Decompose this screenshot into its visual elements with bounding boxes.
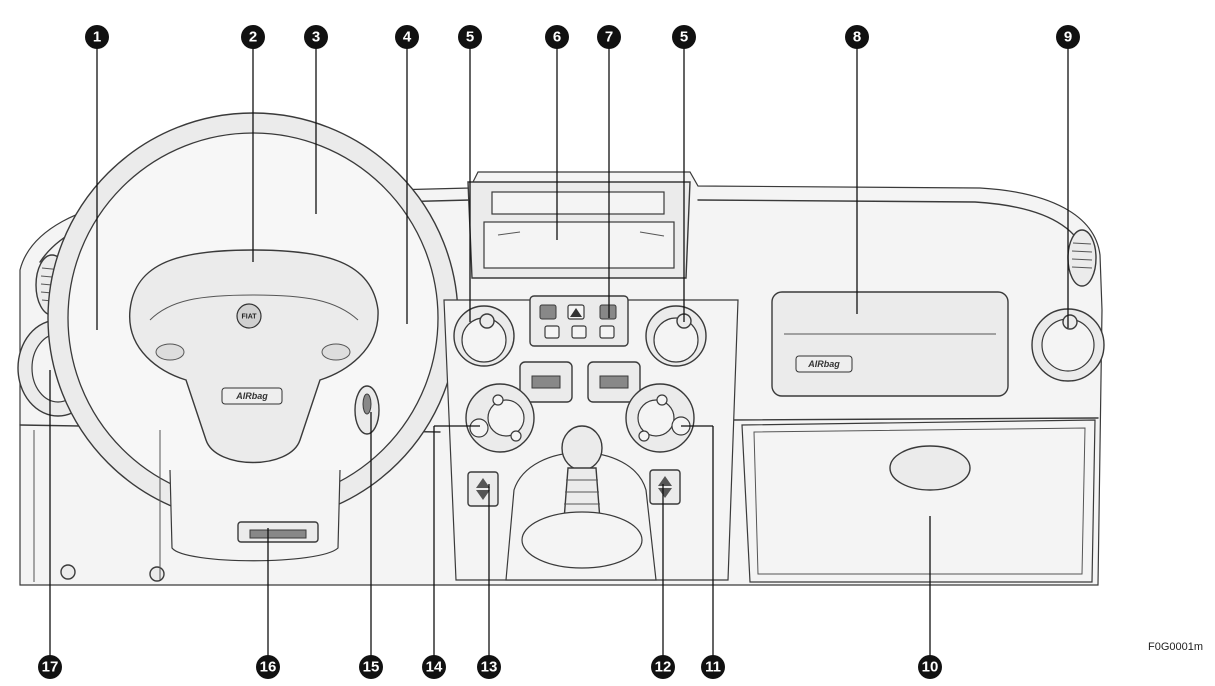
callout-5-left: 5 [458,25,482,49]
center-left-vent [454,306,514,366]
svg-text:16: 16 [260,659,277,676]
left-climate-knob [466,384,534,452]
svg-text:13: 13 [481,659,498,676]
figure-code: F0G0001m [1148,641,1203,653]
bonnet-release-lever [238,522,318,542]
callout-4: 4 [395,25,419,49]
callout-8: 8 [845,25,869,49]
callout-3: 3 [304,25,328,49]
svg-text:1: 1 [93,29,101,46]
svg-text:15: 15 [363,659,380,676]
callout-15: 15 [359,655,383,679]
callout-6: 6 [545,25,569,49]
svg-text:7: 7 [605,29,613,46]
right-climate-knob [626,384,694,452]
steering-airbag-label: AIRbag [235,391,268,401]
svg-text:4: 4 [403,29,412,46]
svg-text:12: 12 [655,659,672,676]
callout-1: 1 [85,25,109,49]
glove-compartment [742,420,1095,582]
center-right-vent [646,306,706,366]
callout-14: 14 [422,655,446,679]
passenger-airbag-label: AIRbag [807,359,840,369]
left-fixing-2 [150,567,164,581]
right-side-vent [1068,230,1096,286]
svg-text:11: 11 [705,659,721,676]
left-fixing-1 [61,565,75,579]
callout-11: 11 [701,655,725,679]
callout-2: 2 [241,25,265,49]
svg-text:8: 8 [853,29,861,46]
steering-column [170,470,340,561]
ignition-switch [355,386,379,434]
svg-text:14: 14 [426,659,443,676]
callout-12: 12 [651,655,675,679]
callout-16: 16 [256,655,280,679]
callout-7: 7 [597,25,621,49]
svg-text:5: 5 [466,29,474,46]
passenger-airbag-module: AIRbag [772,292,1008,396]
svg-text:2: 2 [249,29,257,46]
right-window-switch [650,470,680,504]
callout-13: 13 [477,655,501,679]
callout-9: 9 [1056,25,1080,49]
svg-text:3: 3 [312,29,320,46]
callout-10: 10 [918,655,942,679]
left-window-switch [468,472,498,506]
svg-text:10: 10 [922,659,939,676]
steering-logo: FIAT [241,314,257,321]
svg-text:9: 9 [1064,29,1072,46]
hazard-switch-panel [530,296,628,346]
svg-text:5: 5 [680,29,688,46]
callout-5-right: 5 [672,25,696,49]
svg-text:6: 6 [553,29,561,46]
callout-17: 17 [38,655,62,679]
svg-text:17: 17 [42,659,59,676]
